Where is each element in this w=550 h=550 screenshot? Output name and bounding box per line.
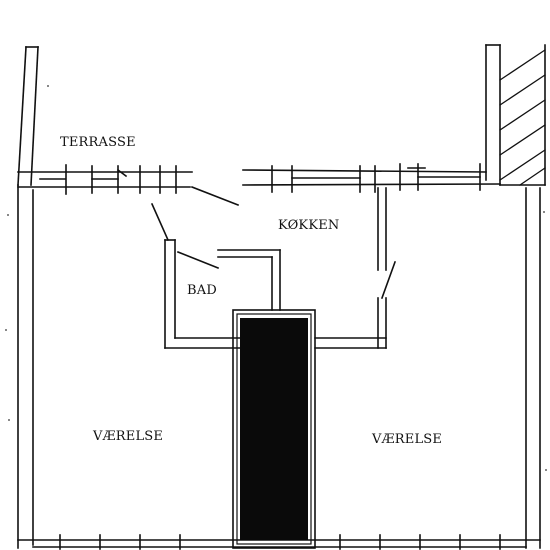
chimney-core [240, 318, 308, 540]
room-label-kitchen: KØKKEN [278, 218, 340, 233]
top-facade-wall [17, 163, 501, 195]
kitchen-right-wall [314, 187, 397, 349]
chimney-outline [232, 309, 316, 549]
chimney-inner-line [236, 313, 312, 545]
bath-door [150, 202, 220, 270]
entrance-door [190, 185, 240, 207]
scan-noise [5, 85, 547, 471]
room-label-terrace: TERRASSE [60, 135, 136, 150]
right-hatched-wall [485, 44, 546, 186]
main-left-wall [17, 184, 34, 549]
left-exterior-wall [17, 46, 39, 186]
room-label-left-bedroom: VÆRELSE [93, 429, 164, 444]
bath-walls [164, 239, 281, 349]
room-label-right-bedroom: VÆRELSE [372, 432, 443, 447]
wall-hatching [499, 49, 546, 186]
room-label-bath: BAD [187, 283, 217, 298]
main-right-wall [525, 187, 541, 549]
